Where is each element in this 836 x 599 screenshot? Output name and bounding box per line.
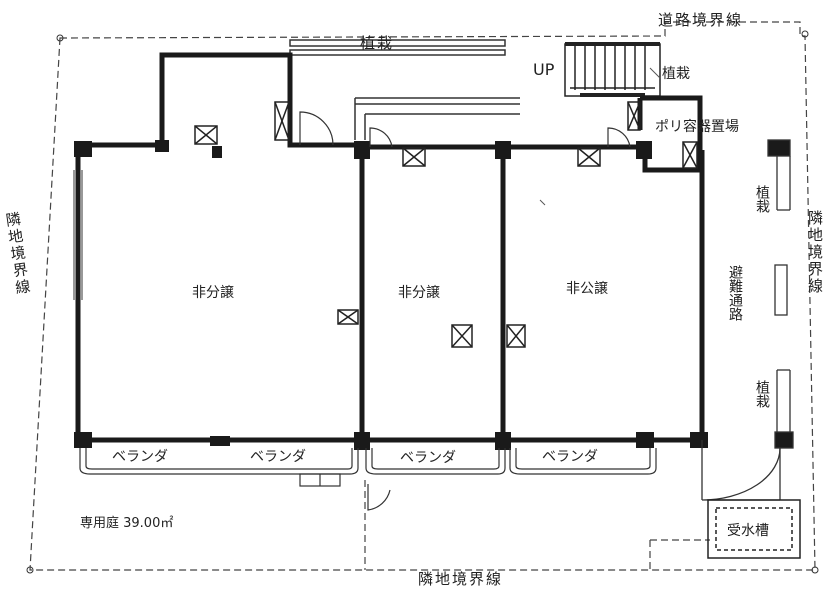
water-tank: [707, 499, 801, 559]
right-planting: [701, 139, 794, 501]
unit-2-label: 非分譲: [398, 285, 440, 301]
boundary-corner: [811, 566, 819, 574]
road-boundary-label: 道路境界線: [658, 11, 743, 29]
annotation-marks: [539, 67, 661, 206]
planting-right-bottom-label: 植栽: [754, 380, 770, 408]
planting-top-label: 植栽: [360, 34, 394, 52]
site-boundary: [29, 21, 816, 571]
boundary-corner: [56, 34, 64, 42]
up-label: UP: [533, 60, 555, 79]
equipment-boxes: [194, 101, 698, 348]
veranda-3-label: ベランダ: [400, 450, 456, 466]
column-small: [212, 146, 222, 158]
door-swings: [299, 111, 631, 511]
adjacent-bottom-label: 隣地境界線: [418, 570, 503, 588]
unit-1-label: 非分譲: [192, 285, 234, 301]
veranda-rails: [79, 448, 657, 487]
water-tank-label: 受水槽: [727, 523, 769, 539]
private-garden-label: 専用庭 39.00㎡: [80, 515, 173, 531]
unit-3-label: 非公譲: [566, 281, 608, 297]
veranda-4-label: ベランダ: [542, 449, 598, 465]
wall-columns: [74, 140, 708, 450]
adjacent-left-label: 隣地境界線: [3, 210, 33, 297]
veranda-2-label: ベランダ: [250, 449, 306, 465]
adjacent-right-label: 隣地境界線: [806, 210, 824, 295]
veranda-1-label: ベランダ: [112, 449, 168, 465]
boundary-corner: [26, 566, 34, 574]
planting-right-top-label: 植栽: [754, 185, 770, 213]
boundary-corner: [801, 30, 809, 38]
side-passage-label: 避難通路: [727, 265, 743, 321]
building-walls: [75, 52, 705, 443]
staircase: [564, 42, 661, 97]
window-left: [73, 170, 83, 300]
planting-strip-top: [289, 39, 520, 140]
planting-stair-label: 植栽: [662, 66, 690, 82]
poly-container-label: ポリ容器置場: [655, 118, 739, 135]
